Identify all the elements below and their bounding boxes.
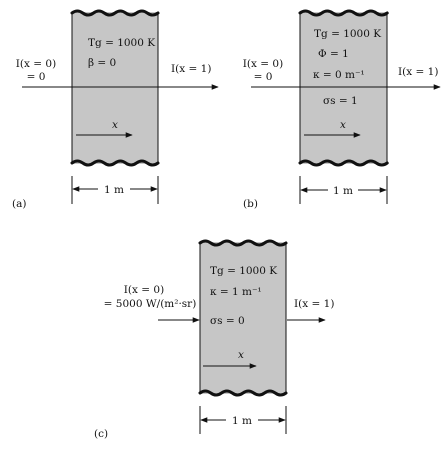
right-label-a: I(x = 1) xyxy=(171,63,211,75)
width-label-c: 1 m xyxy=(232,415,252,427)
left-label-b-0: I(x = 0) xyxy=(243,58,283,70)
right-label-b: I(x = 1) xyxy=(398,66,438,78)
prop-b-1: Φ = 1 xyxy=(318,48,349,60)
slab-b xyxy=(300,12,387,164)
wavy-top-b xyxy=(298,9,389,17)
panel-a: Tg = 1000 K β = 0 I(x = 0) = 0 I(x = 1) … xyxy=(12,9,219,210)
left-label-a-1: = 0 xyxy=(27,71,46,83)
left-label-a-0: I(x = 0) xyxy=(16,58,56,70)
panel-c: Tg = 1000 K κ = 1 m⁻¹ σs = 0 I(x = 0) = … xyxy=(94,239,334,440)
prop-c-2: σs = 0 xyxy=(210,315,245,327)
prop-b-2: κ = 0 m⁻¹ xyxy=(313,69,365,81)
wavy-bottom-a xyxy=(70,159,160,167)
wavy-bottom-b xyxy=(298,159,389,167)
panel-tag-b: (b) xyxy=(243,198,258,210)
left-label-c-1: = 5000 W/(m²·sr) xyxy=(104,298,197,310)
panel-b: Tg = 1000 K Φ = 1 κ = 0 m⁻¹ I(x = 0) = 0… xyxy=(243,9,441,210)
panel-tag-a: (a) xyxy=(12,198,26,210)
prop-c-0: Tg = 1000 K xyxy=(210,265,277,277)
right-label-c: I(x = 1) xyxy=(294,298,334,310)
wavy-bottom-c xyxy=(198,389,288,397)
left-label-b-1: = 0 xyxy=(254,71,273,83)
prop-c-1: κ = 1 m⁻¹ xyxy=(210,286,262,298)
left-label-c-0: I(x = 0) xyxy=(124,284,164,296)
wavy-top-a xyxy=(70,9,160,17)
prop-a-0: Tg = 1000 K xyxy=(88,37,155,49)
slab-c xyxy=(200,242,286,394)
slab-a xyxy=(72,12,158,164)
prop-a-1: β = 0 xyxy=(88,57,116,69)
panel-tag-c: (c) xyxy=(94,428,108,440)
wavy-top-c xyxy=(198,239,288,247)
x-label-c: x xyxy=(238,349,244,361)
prop-b-3: σs = 1 xyxy=(323,95,358,107)
width-label-a: 1 m xyxy=(104,184,124,196)
width-label-b: 1 m xyxy=(333,185,353,197)
x-label-b: x xyxy=(340,119,346,131)
prop-b-0: Tg = 1000 K xyxy=(314,28,381,40)
x-label-a: x xyxy=(112,119,118,131)
